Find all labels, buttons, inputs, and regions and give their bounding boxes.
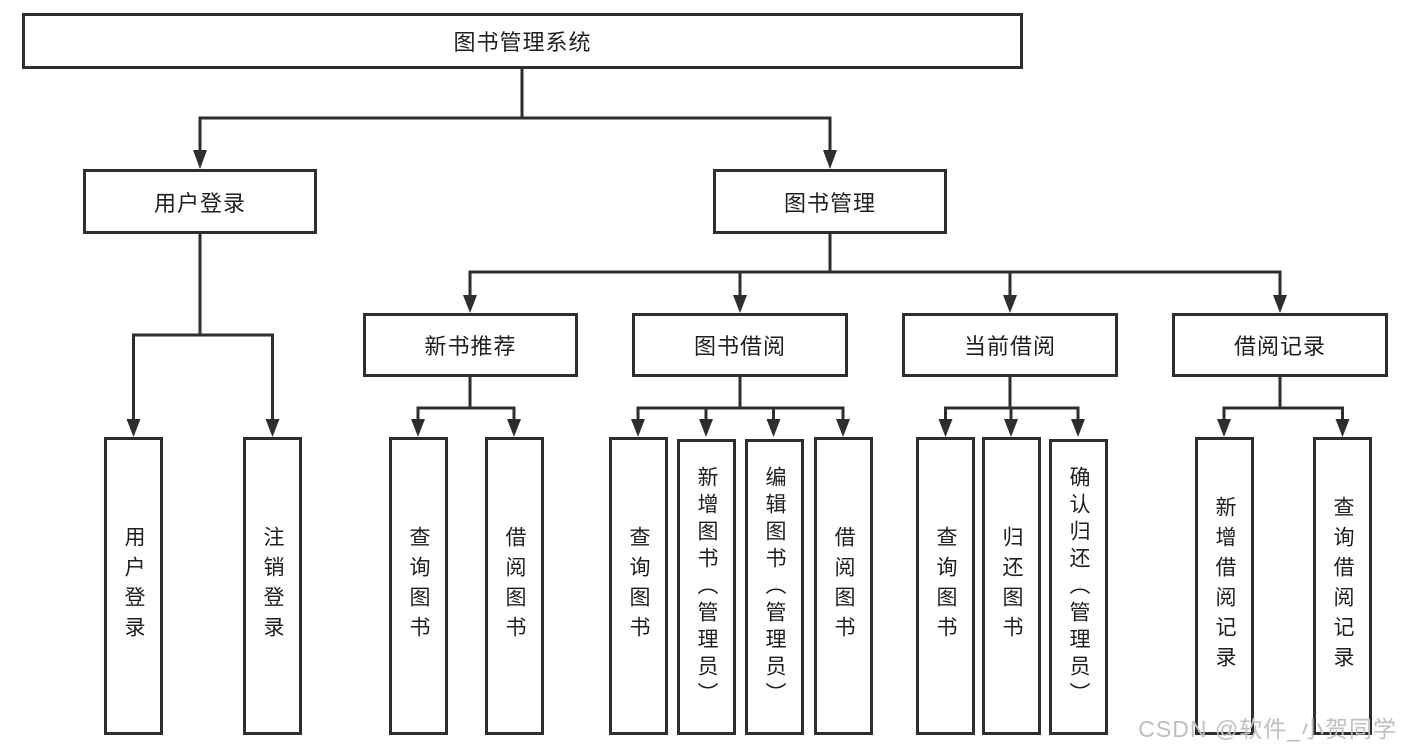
leaf-label: 借阅图书 [832, 526, 855, 646]
node-book-management: 图书管理 [713, 169, 947, 234]
leaf-logout: 注销登录 [243, 437, 302, 735]
node-user-login: 用户登录 [83, 169, 317, 234]
leaf-return-book: 归还图书 [982, 437, 1041, 735]
node-book-borrow: 图书借阅 [632, 313, 848, 377]
leaf-edit-book-admin: 编辑图书（管理员） [745, 439, 804, 735]
connector-root-to-level2 [198, 66, 832, 154]
leaf-query-book-recommend: 查询图书 [389, 437, 448, 735]
connector-bookborrow-to-leaves [636, 374, 845, 422]
node-label: 新书推荐 [424, 334, 517, 359]
leaf-add-borrow-record: 新增借阅记录 [1195, 437, 1254, 735]
node-current-borrow: 当前借阅 [902, 313, 1118, 377]
leaf-label: 查询借阅记录 [1331, 496, 1354, 676]
connector-bookmgmt-to-level3 [468, 231, 1282, 298]
node-label: 用户登录 [153, 190, 246, 216]
leaf-label: 查询图书 [934, 526, 957, 646]
csdn-watermark: CSDN @软件_小贺同学 [1138, 716, 1397, 742]
leaf-label: 用户登录 [122, 526, 145, 646]
node-root-system: 图书管理系统 [22, 13, 1023, 69]
node-new-book-recommend: 新书推荐 [363, 313, 578, 377]
leaf-label: 编辑图书（管理员） [763, 465, 786, 709]
node-label: 图书管理 [783, 190, 876, 216]
node-borrow-record: 借阅记录 [1172, 313, 1388, 377]
leaf-label: 借阅图书 [503, 526, 526, 646]
leaf-query-borrow-record: 查询借阅记录 [1313, 437, 1372, 735]
leaf-label: 新增借阅记录 [1213, 496, 1236, 676]
node-label: 借阅记录 [1233, 334, 1326, 359]
leaf-add-book-admin: 新增图书（管理员） [677, 439, 736, 735]
leaf-label: 注销登录 [261, 526, 284, 646]
leaf-label: 新增图书（管理员） [695, 465, 718, 709]
node-label: 图书借阅 [693, 334, 786, 359]
leaf-borrow-book: 借阅图书 [814, 437, 873, 735]
connector-newbook-to-leaves [416, 374, 516, 422]
leaf-label: 查询图书 [407, 526, 430, 646]
connector-currentborrow-to-leaves [944, 374, 1080, 422]
leaf-label: 归还图书 [1000, 526, 1023, 646]
connector-userlogin-to-leaves [132, 231, 274, 422]
leaf-borrow-book-recommend: 借阅图书 [485, 437, 544, 735]
node-label: 当前借阅 [963, 334, 1056, 359]
connector-borrowrecord-to-leaves [1222, 374, 1344, 422]
leaf-label: 确认归还（管理员） [1067, 465, 1090, 709]
leaf-label: 查询图书 [627, 526, 650, 646]
leaf-query-book-current: 查询图书 [916, 437, 975, 735]
leaf-confirm-return-admin: 确认归还（管理员） [1049, 439, 1108, 735]
leaf-query-book-borrow: 查询图书 [609, 437, 668, 735]
leaf-user-login: 用户登录 [104, 437, 163, 735]
node-label: 图书管理系统 [453, 30, 592, 55]
